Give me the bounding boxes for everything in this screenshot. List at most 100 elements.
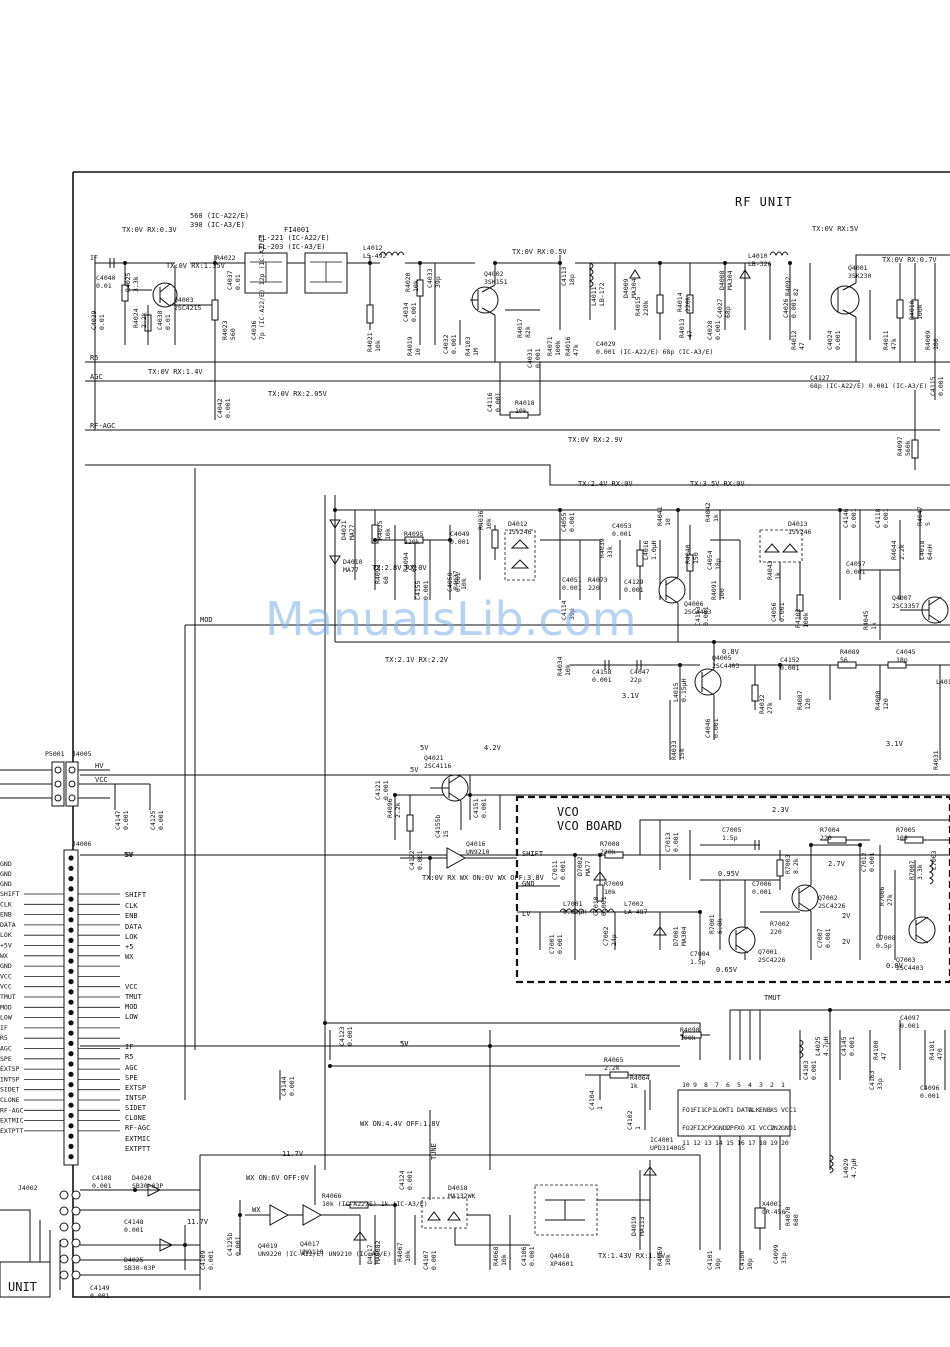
part-label-r7006: R700627k	[878, 886, 894, 906]
part-ref: C7001	[548, 934, 556, 954]
net-label-shift: SHIFT	[125, 891, 147, 899]
part-value: 22p	[630, 676, 642, 684]
part-ref: C4145	[840, 1036, 848, 1056]
part-label-r4087: R4087120	[796, 690, 812, 710]
bottom-connector-pin	[59, 1238, 69, 1248]
part-label-r4041: R404110	[656, 506, 672, 526]
net-label-lok: LOK	[125, 933, 138, 941]
part-ref: C4046	[704, 718, 712, 738]
part-ref: R4010	[908, 300, 916, 320]
part-label-p5001: P5001	[45, 750, 65, 758]
part-value: 2SC4403	[684, 608, 711, 616]
part-ref: C4037	[226, 270, 234, 290]
part-value: 0.001	[450, 538, 470, 546]
part-ref: C7008	[876, 934, 896, 942]
part-ref: C4107	[422, 1250, 430, 1270]
part-ref: Q4003	[174, 296, 194, 304]
part-ref: L7003	[930, 850, 938, 870]
part-ref: D4018	[448, 1184, 468, 1192]
part-value: 0.01	[98, 314, 106, 330]
part-label-c4055: C40550.001	[560, 512, 576, 532]
part-label-r4034: R403410k	[556, 656, 572, 676]
voltage-q7001: 0.65V	[716, 966, 738, 974]
net-label-vcc2: VCC	[125, 983, 138, 991]
part-value: 0.001	[834, 330, 842, 350]
l4012-coil	[379, 251, 405, 257]
voltage-d4010: TX:2.8V RX:0V	[372, 564, 427, 572]
part-label-r4069: R406910k	[656, 1246, 672, 1266]
part-value: SB30-03P	[124, 1264, 155, 1272]
junction-dot	[788, 261, 792, 265]
part-ref: R4096	[386, 798, 394, 818]
left-pin-label: LOW	[0, 1014, 12, 1022]
net-label-intsp: INTSP	[125, 1094, 146, 1102]
left-pin-label: RF-AGC	[0, 1106, 24, 1114]
part-label-r4045: R40451k	[862, 610, 878, 630]
connector-j4006	[63, 849, 79, 1166]
part-value: 0.001	[122, 810, 130, 830]
part-label-c4027: C402768p	[716, 298, 732, 318]
part-value: MA304	[680, 926, 688, 946]
net-label-tune: TUNE	[430, 1143, 438, 1160]
ic-pin-number: 7	[715, 1081, 719, 1089]
part-label-c4104: C41041	[588, 1090, 604, 1110]
junction-dot	[712, 640, 716, 644]
part-ref: L4014	[936, 678, 950, 686]
ic-pin-number: 14	[715, 1139, 723, 1147]
part-label-c4146: C41460.001	[842, 508, 858, 528]
voltage-vco23: 2.3V	[772, 806, 790, 814]
part-label-r4068: R406810k	[492, 1246, 508, 1266]
voltage-r5: TX:0V RX:1.4V	[148, 368, 203, 376]
part-ref: R4092	[784, 276, 792, 296]
voltage-v2a: 2V	[842, 912, 851, 920]
net-label-r5b: R5	[125, 1053, 133, 1061]
part-value: LA-487	[624, 908, 648, 916]
ic-pin-name: GND2	[715, 1124, 731, 1132]
part-value: 560	[229, 328, 237, 340]
part-label-r4012: R401247	[790, 330, 806, 350]
part-value: 0.001	[382, 780, 390, 800]
part-label-j4006: J4006	[72, 840, 92, 848]
ic-pin-number: 19	[770, 1139, 778, 1147]
part-value: 0.001	[90, 1292, 110, 1300]
ic-pin-name: ENB	[759, 1106, 771, 1114]
ic-pin-number: 18	[759, 1139, 767, 1147]
part-value: 220k	[600, 848, 616, 856]
part-ref: L4025	[814, 1036, 822, 1056]
part-ref: C7004	[690, 950, 710, 958]
part-ref: D7002	[576, 856, 584, 876]
ic-pin-number: 20	[781, 1139, 789, 1147]
part-label-r4013: R401347	[678, 318, 694, 338]
part-ref: R7007	[908, 860, 916, 880]
part-ref: R4064	[630, 1074, 650, 1082]
j4006-pin	[68, 968, 74, 974]
part-label-r4047: R40475	[916, 506, 932, 526]
bottom-connector-pin	[71, 1238, 81, 1248]
part-value: LS-492	[363, 252, 387, 260]
net-label-rfagc: RF-AGC	[90, 422, 115, 430]
j4006-pin	[68, 865, 74, 871]
part-ref: C4152	[780, 656, 800, 664]
bottom-connector-pin	[59, 1254, 69, 1264]
part-ref: D4020	[132, 1174, 152, 1182]
part-label-c4056: C40560.001	[770, 602, 786, 622]
part-ref: R4073	[588, 576, 608, 584]
part-value: 0.001	[562, 584, 582, 592]
part-ref: C4101	[706, 1250, 714, 1270]
part-label-c4039: C40390.01	[90, 310, 106, 330]
bottom-connector-pin	[59, 1222, 69, 1232]
net-label-tmut2: TMUT	[764, 994, 782, 1002]
part-ref: L4012	[363, 244, 383, 252]
part-value: 82	[792, 288, 800, 296]
part-ref: C4113	[560, 266, 568, 286]
junction-dot	[558, 508, 562, 512]
part-label-d4017: D4017MA8082	[366, 1240, 382, 1264]
